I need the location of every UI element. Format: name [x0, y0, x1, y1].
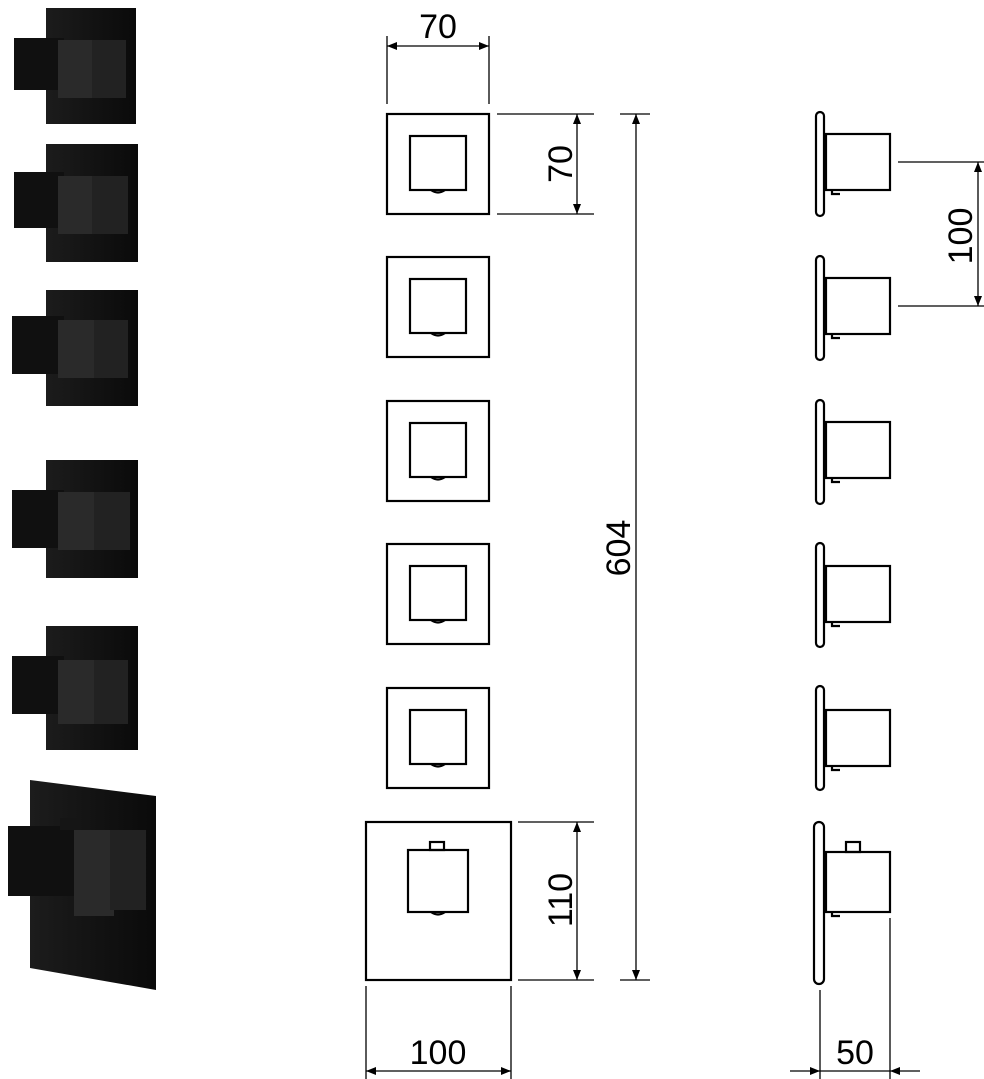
- dim-large-plate-height: 110: [542, 873, 580, 927]
- side-unit-5: [814, 684, 892, 792]
- front-plate-4: [385, 542, 491, 646]
- front-view: [364, 112, 513, 982]
- product-photo-4: [12, 460, 138, 578]
- dim-total-height: 604: [600, 520, 638, 577]
- side-view: [812, 110, 892, 986]
- product-photo-1: [14, 8, 136, 124]
- side-unit-3: [814, 398, 892, 506]
- dim-module-spacing: 100: [942, 208, 980, 265]
- dim-large-plate-width: 100: [410, 1034, 467, 1072]
- side-unit-4: [814, 541, 892, 649]
- dim-small-plate-width: 70: [419, 8, 457, 46]
- dim-small-plate-height: 70: [542, 145, 580, 183]
- side-unit-2: [814, 254, 892, 362]
- front-plate-2: [385, 255, 491, 359]
- front-plate-1: [385, 112, 491, 216]
- front-plate-3: [385, 399, 491, 503]
- product-photo-2: [14, 144, 138, 262]
- product-photo-5: [12, 626, 138, 750]
- dim-depth: 50: [836, 1034, 874, 1072]
- front-plate-large: [364, 820, 513, 982]
- product-photo-3: [12, 290, 138, 406]
- product-photos: [8, 8, 156, 990]
- product-photo-6: [8, 780, 156, 990]
- front-plate-5: [385, 686, 491, 790]
- dimension-lines: [365, 36, 984, 1079]
- dimension-labels: 70 70 604 110 100 100 50: [410, 8, 980, 1072]
- side-unit-1: [814, 110, 892, 218]
- side-unit-large: [812, 820, 892, 986]
